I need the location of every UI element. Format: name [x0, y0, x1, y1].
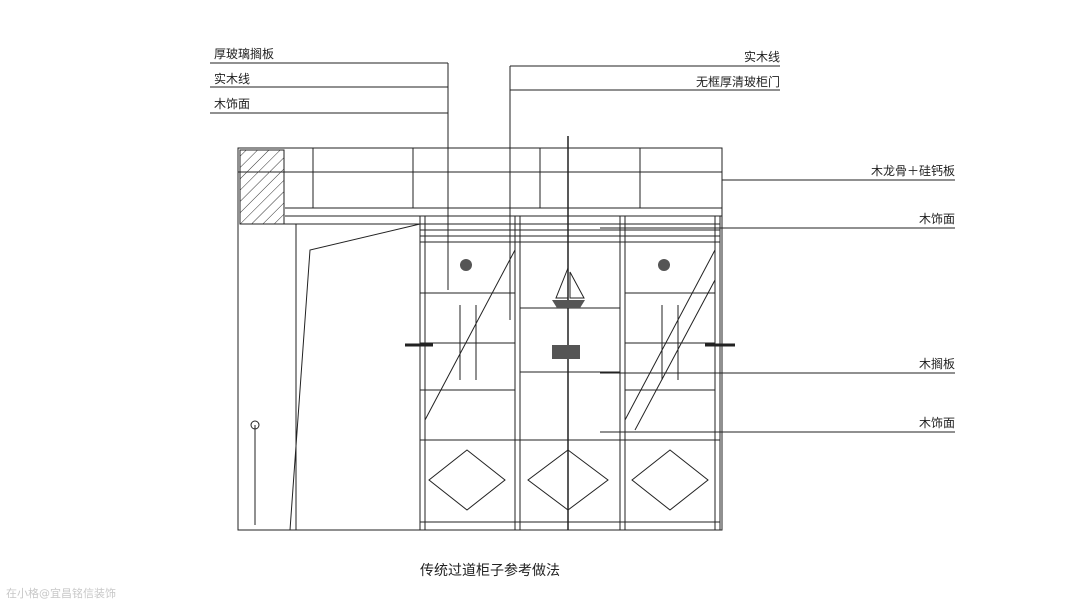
label-wood-veneer-left: 木饰面 — [214, 97, 251, 111]
outer-frame — [237, 147, 723, 531]
label-solid-wood-line-right: 实木线 — [743, 50, 780, 64]
label-solid-wood-line-left: 实木线 — [214, 72, 251, 86]
label-wood-veneer-right-2: 木饰面 — [918, 416, 955, 430]
hatched-wall — [239, 149, 285, 225]
bottle-left — [460, 259, 472, 271]
label-frameless-glass-door: 无框厚清玻柜门 — [695, 75, 780, 89]
drawing-caption: 传统过道柜子参考做法 — [420, 563, 560, 579]
bottle-right — [658, 259, 670, 271]
label-wood-veneer-right-1: 木饰面 — [918, 212, 955, 226]
horse-figure — [552, 345, 580, 359]
watermark: 在小格@宜昌铭信装饰 — [6, 587, 116, 600]
label-thick-glass-shelf: 厚玻璃搁板 — [214, 47, 275, 61]
ship-model — [552, 300, 585, 308]
label-wood-keel-board: 木龙骨＋硅钙板 — [870, 164, 955, 178]
label-wood-shelf: 木搁板 — [918, 357, 955, 371]
